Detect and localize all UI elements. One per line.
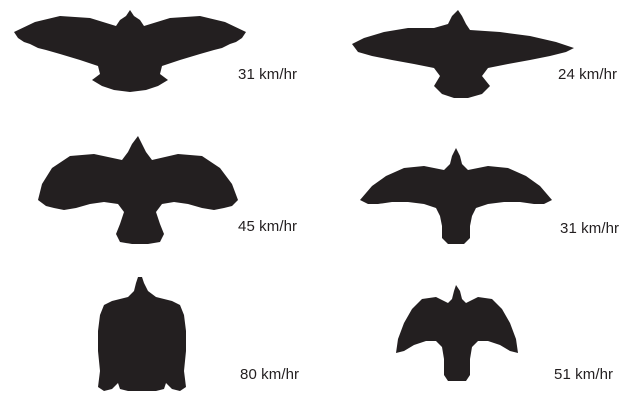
speed-label: 45 km/hr: [238, 218, 297, 235]
bird-silhouette-icon: [10, 8, 250, 98]
speed-label: 31 km/hr: [560, 220, 619, 237]
speed-label: 31 km/hr: [238, 66, 297, 83]
bird-silhouette-icon: [392, 283, 522, 383]
speed-label: 80 km/hr: [240, 366, 299, 383]
bird-silhouette-icon: [350, 8, 580, 100]
bird-silhouette-icon: [32, 134, 242, 246]
speed-label: 24 km/hr: [558, 66, 617, 83]
bird-panel-6: 51 km/hr: [320, 265, 640, 395]
bird-silhouette-icon: [92, 275, 192, 393]
bird-panel-2: 24 km/hr: [320, 0, 640, 130]
bird-panel-4: 31 km/hr: [320, 130, 640, 260]
bird-panel-3: 45 km/hr: [0, 130, 320, 260]
bird-panel-1: 31 km/hr: [0, 0, 320, 130]
bird-silhouette-icon: [356, 146, 556, 246]
speed-label: 51 km/hr: [554, 366, 613, 383]
bird-panel-5: 80 km/hr: [0, 265, 320, 395]
